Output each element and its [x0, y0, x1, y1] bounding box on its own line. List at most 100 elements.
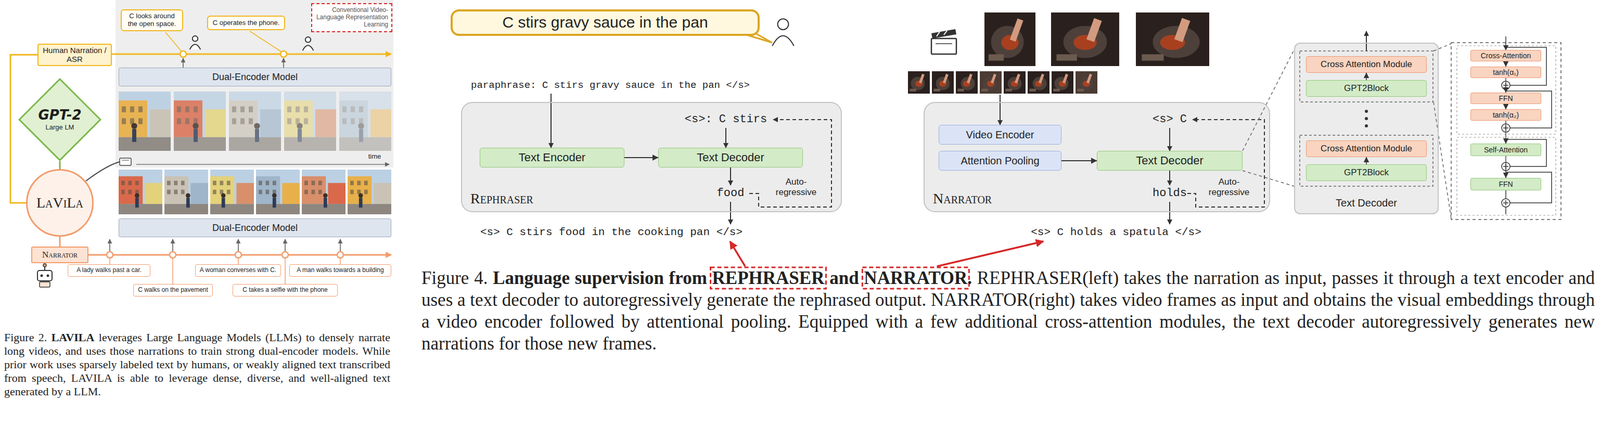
clapper-icon	[931, 29, 957, 55]
flow-arrow	[1169, 170, 1171, 186]
video-frame	[907, 71, 930, 94]
video-frame	[984, 12, 1036, 67]
video-frame	[1051, 12, 1120, 67]
video-frame	[118, 91, 392, 151]
panel-background	[1294, 42, 1439, 215]
video-frame	[192, 122, 199, 129]
person-icon	[302, 45, 314, 51]
video-frame	[118, 137, 171, 151]
video-frame	[1075, 71, 1098, 94]
video-frame	[272, 181, 277, 186]
video-frame	[236, 183, 254, 204]
sum-symbol	[1501, 198, 1510, 208]
layer-group	[1299, 135, 1433, 187]
robot-icon	[40, 274, 44, 278]
llm-diamond: GPT-2Large LM	[18, 78, 102, 162]
timeline	[109, 258, 111, 265]
timeline	[337, 251, 344, 259]
video-frame	[1051, 71, 1074, 94]
node-text: GPT2Block	[1344, 83, 1389, 94]
video-frame	[311, 189, 315, 195]
connector	[624, 157, 659, 159]
timeline	[237, 258, 239, 265]
caption-emphasis: LAVILA	[51, 330, 95, 344]
timeline	[106, 251, 113, 259]
video-frame	[1005, 88, 1013, 92]
video-frame	[981, 88, 989, 92]
video-frame	[181, 181, 185, 186]
speech-bubble: A man walks towards a building	[289, 264, 392, 277]
video-frame	[248, 106, 253, 113]
video-frame	[356, 181, 361, 186]
video-frame	[1152, 26, 1200, 59]
attention-box: Cross Attention Module	[1306, 140, 1427, 158]
video-frame	[173, 137, 226, 151]
video-frame	[193, 129, 198, 143]
video-frame	[219, 181, 224, 186]
video-frame	[284, 137, 337, 151]
video-frame	[1003, 71, 1026, 94]
video-frame	[132, 129, 137, 143]
encoder-box: Video Encoder	[938, 124, 1062, 145]
video-frame	[164, 169, 209, 215]
video-frame	[118, 169, 163, 215]
video-frame	[358, 193, 364, 199]
video-frame	[933, 88, 941, 92]
video-frame	[228, 91, 281, 151]
zoom-panel	[1505, 207, 1507, 215]
timeline	[88, 239, 392, 285]
video-frame	[254, 129, 260, 143]
video-frame	[1027, 71, 1050, 94]
video-frame	[185, 193, 191, 199]
video-frame	[1007, 77, 1022, 91]
diamond-shape	[19, 79, 101, 161]
flow-arrow	[730, 167, 732, 186]
timeline	[180, 50, 187, 58]
video-frame	[979, 71, 1002, 94]
robot-icon	[43, 263, 47, 267]
node-text: LaViLa	[36, 194, 84, 212]
speech-bubble: C operates the phone.	[207, 15, 286, 31]
video-frame	[350, 106, 355, 113]
timeline	[284, 239, 286, 252]
video-frame	[131, 122, 137, 129]
video-frame	[221, 193, 226, 199]
connector	[1505, 104, 1506, 110]
video-frame	[318, 189, 323, 195]
layer-box: FFN	[1470, 177, 1542, 191]
video-frame	[134, 193, 140, 199]
clapper-icon	[931, 29, 957, 39]
panel-background	[461, 101, 842, 213]
encoder-bar: Dual-Encoder Model	[118, 67, 392, 87]
speech-bubble: C takes a selfie with the phone	[232, 284, 338, 297]
video-frame	[130, 106, 135, 113]
video-frame	[228, 91, 281, 151]
video-frame	[1014, 73, 1021, 84]
connector	[1242, 49, 1295, 151]
timeline	[339, 239, 341, 252]
video-frame	[1009, 18, 1024, 42]
timeline	[235, 251, 242, 259]
node-text: A woman converses with C.	[199, 266, 277, 275]
video-frame	[1038, 73, 1045, 84]
video-frame	[347, 169, 392, 215]
video-frame	[272, 193, 277, 199]
video-frame	[296, 122, 303, 129]
timeline	[339, 258, 341, 265]
video-frame	[185, 106, 190, 113]
layer-group	[1299, 50, 1433, 102]
zoom-panel	[1505, 190, 1507, 199]
clapper-icon	[936, 31, 940, 37]
video-frame	[135, 197, 139, 208]
figure-caption: Figure 2. LAVILA leverages Large Languag…	[4, 330, 391, 399]
video-frame	[118, 91, 171, 151]
loop-label: Auto-regressive	[770, 176, 823, 198]
video-frame	[323, 197, 328, 208]
video-frame	[173, 181, 178, 186]
video-frame	[327, 183, 346, 204]
video-frame	[135, 181, 139, 186]
video-frame	[256, 203, 300, 215]
video-frame	[936, 77, 951, 91]
video-frame	[909, 88, 917, 92]
